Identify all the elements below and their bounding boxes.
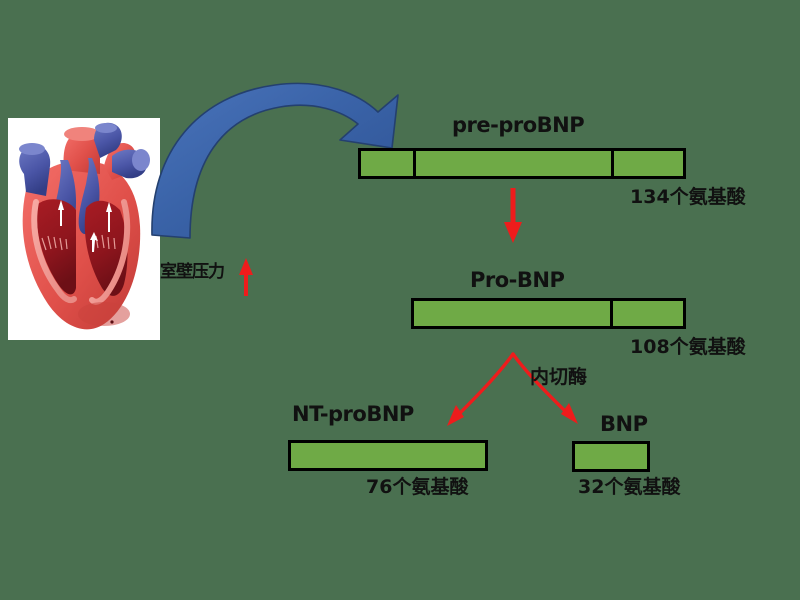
blood-flow-arrows — [58, 200, 112, 252]
bnp-segment-1 — [575, 444, 647, 469]
heart-cross-section-illustration — [8, 118, 160, 340]
apex-shading — [78, 302, 130, 326]
superior-vena-cava — [19, 145, 51, 196]
svc-opening — [19, 143, 45, 155]
free-wall-right — [89, 199, 131, 305]
bnp-name-label: BNP — [600, 412, 648, 436]
ventricular-wall-pressure-label: 室壁压力 — [160, 262, 225, 282]
probnp-segment-1 — [414, 301, 610, 326]
pre-probnp-segment-2 — [413, 151, 611, 176]
pre-probnp-segment-3 — [611, 151, 683, 176]
pre-probnp-length-label: 134个氨基酸 — [630, 186, 746, 208]
septum-wall-left — [31, 199, 77, 304]
nt-probnp-bar — [288, 440, 488, 471]
arrow-down-icon — [504, 188, 522, 243]
nt-probnp-length-label: 76个氨基酸 — [366, 476, 469, 498]
curved-arrow-down-left-icon — [447, 352, 515, 426]
bnp-length-label: 32个氨基酸 — [578, 476, 681, 498]
curved-arrow-down-right-icon — [511, 352, 578, 424]
arrow-up-icon — [239, 258, 253, 296]
nt-probnp-name-label: NT-proBNP — [292, 402, 414, 426]
aorta-opening — [64, 127, 100, 141]
probnp-bar — [411, 298, 686, 329]
right-ventricle-cavity — [36, 199, 76, 295]
pre-probnp-bar — [358, 148, 686, 179]
bnp-bar — [572, 441, 650, 472]
pv-upper-opening — [95, 123, 117, 133]
probnp-length-label: 108个氨基酸 — [630, 336, 746, 358]
chordae-tendineae — [41, 234, 116, 251]
pv-right-opening — [132, 149, 150, 171]
heart-illustration-panel — [8, 118, 160, 340]
nt-probnp-segment-1 — [291, 443, 485, 468]
apex-dot — [110, 320, 114, 324]
endonuclease-label: 内切酶 — [530, 366, 588, 388]
probnp-segment-2 — [610, 301, 683, 326]
probnp-name-label: Pro-BNP — [470, 268, 565, 292]
pre-probnp-segment-1 — [361, 151, 413, 176]
pre-probnp-name-label: pre-proBNP — [452, 113, 585, 137]
